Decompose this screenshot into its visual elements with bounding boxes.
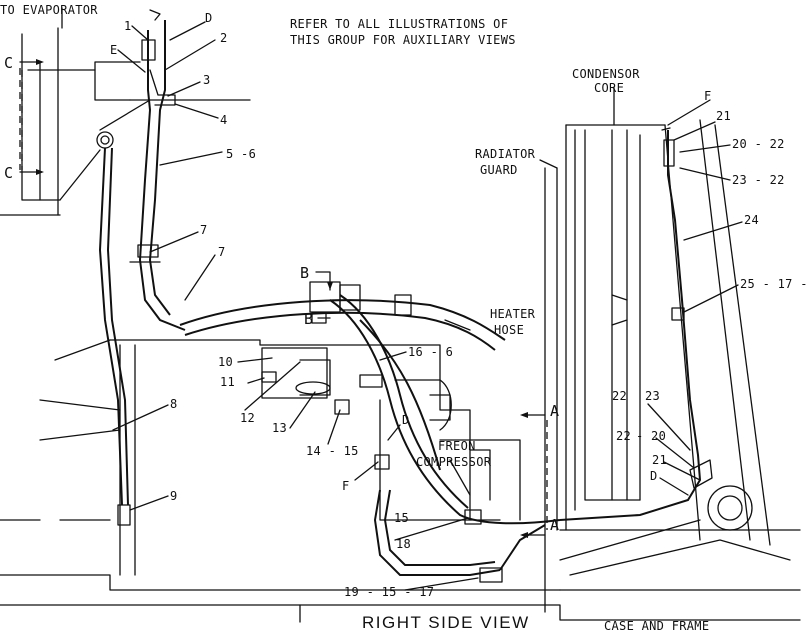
callout-21b: 21 (652, 453, 667, 467)
radiator-guard (544, 119, 771, 613)
heater-label-1: HEATER (490, 307, 536, 321)
callout-22-b: 22 (616, 429, 631, 443)
section-b-top: B (300, 264, 309, 282)
callout-7a: 7 (200, 223, 208, 237)
section-a-top: A (550, 402, 559, 420)
callout-f-right: F (704, 89, 712, 103)
callout-16-6: 16 - 6 (408, 345, 453, 359)
radiator-label-2: GUARD (480, 163, 518, 177)
callout-d-mid: D (402, 413, 410, 427)
leader-lines (112, 21, 743, 591)
callout-d-right: D (650, 469, 658, 483)
engine-block (39, 339, 521, 576)
callout-11: 11 (220, 375, 235, 389)
heater-label-2: HOSE (494, 323, 524, 337)
freon-label-1: FREON (438, 439, 476, 453)
section-markers (19, 59, 548, 538)
diagram-labels: TO EVAPORATOR REFER TO ALL ILLUSTRATIONS… (0, 3, 807, 633)
callout-14-15: 14 - 15 (306, 444, 359, 458)
callout-24: 24 (744, 213, 759, 227)
callout-5-6: 5 -6 (226, 147, 256, 161)
callout-f-left: F (342, 479, 350, 493)
callout-d-top: D (205, 11, 213, 25)
callout-12: 12 (240, 411, 255, 425)
freon-label-2: COMPRESSOR (416, 455, 492, 469)
condensor-label-2: CORE (594, 81, 624, 95)
callout-10: 10 (218, 355, 233, 369)
case-frame-label: CASE AND FRAME (604, 619, 709, 633)
section-c-top: C (4, 54, 13, 72)
callout-22-a: 22 (612, 389, 627, 403)
callout-25-17-15: 25 - 17 - 15 (740, 277, 807, 291)
callout-23-22: 23 - 22 (732, 173, 785, 187)
drain-line (59, 99, 151, 526)
callout-e: E (110, 43, 118, 57)
callout-1: 1 (124, 19, 132, 33)
callout-8: 8 (170, 397, 178, 411)
callout-18: 18 (396, 537, 411, 551)
callout-9: 9 (170, 489, 178, 503)
to-evaporator-label: TO EVAPORATOR (0, 3, 98, 17)
condensor-label-1: CONDENSOR (572, 67, 640, 81)
condensor-line (559, 127, 713, 521)
callout-2: 2 (220, 31, 228, 45)
refrigerant-lines (129, 9, 186, 331)
callout-7b: 7 (218, 245, 226, 259)
section-c-bottom: C (4, 164, 13, 182)
note-line-1: REFER TO ALL ILLUSTRATIONS OF (290, 17, 508, 31)
radiator-label-1: RADIATOR (475, 147, 536, 161)
callout-21a: 21 (716, 109, 731, 123)
callout-3: 3 (203, 73, 211, 87)
callout-4: 4 (220, 113, 228, 127)
compressor-lines (309, 281, 561, 583)
section-b-bottom: B (304, 310, 313, 328)
callout-19-15-17: 19 - 15 - 17 (344, 585, 434, 599)
section-a-bottom: A (550, 516, 559, 534)
frame-bottom (0, 485, 801, 623)
callout-20-b: - 20 (636, 429, 666, 443)
callout-20-22: 20 - 22 (732, 137, 785, 151)
callout-13: 13 (272, 421, 287, 435)
view-title: RIGHT SIDE VIEW (362, 613, 530, 632)
callout-23-b: 23 (645, 389, 660, 403)
callout-15: 15 (394, 511, 409, 525)
heater-hose (179, 284, 506, 351)
left-frame (0, 7, 251, 216)
note-line-2: THIS GROUP FOR AUXILIARY VIEWS (290, 33, 516, 47)
